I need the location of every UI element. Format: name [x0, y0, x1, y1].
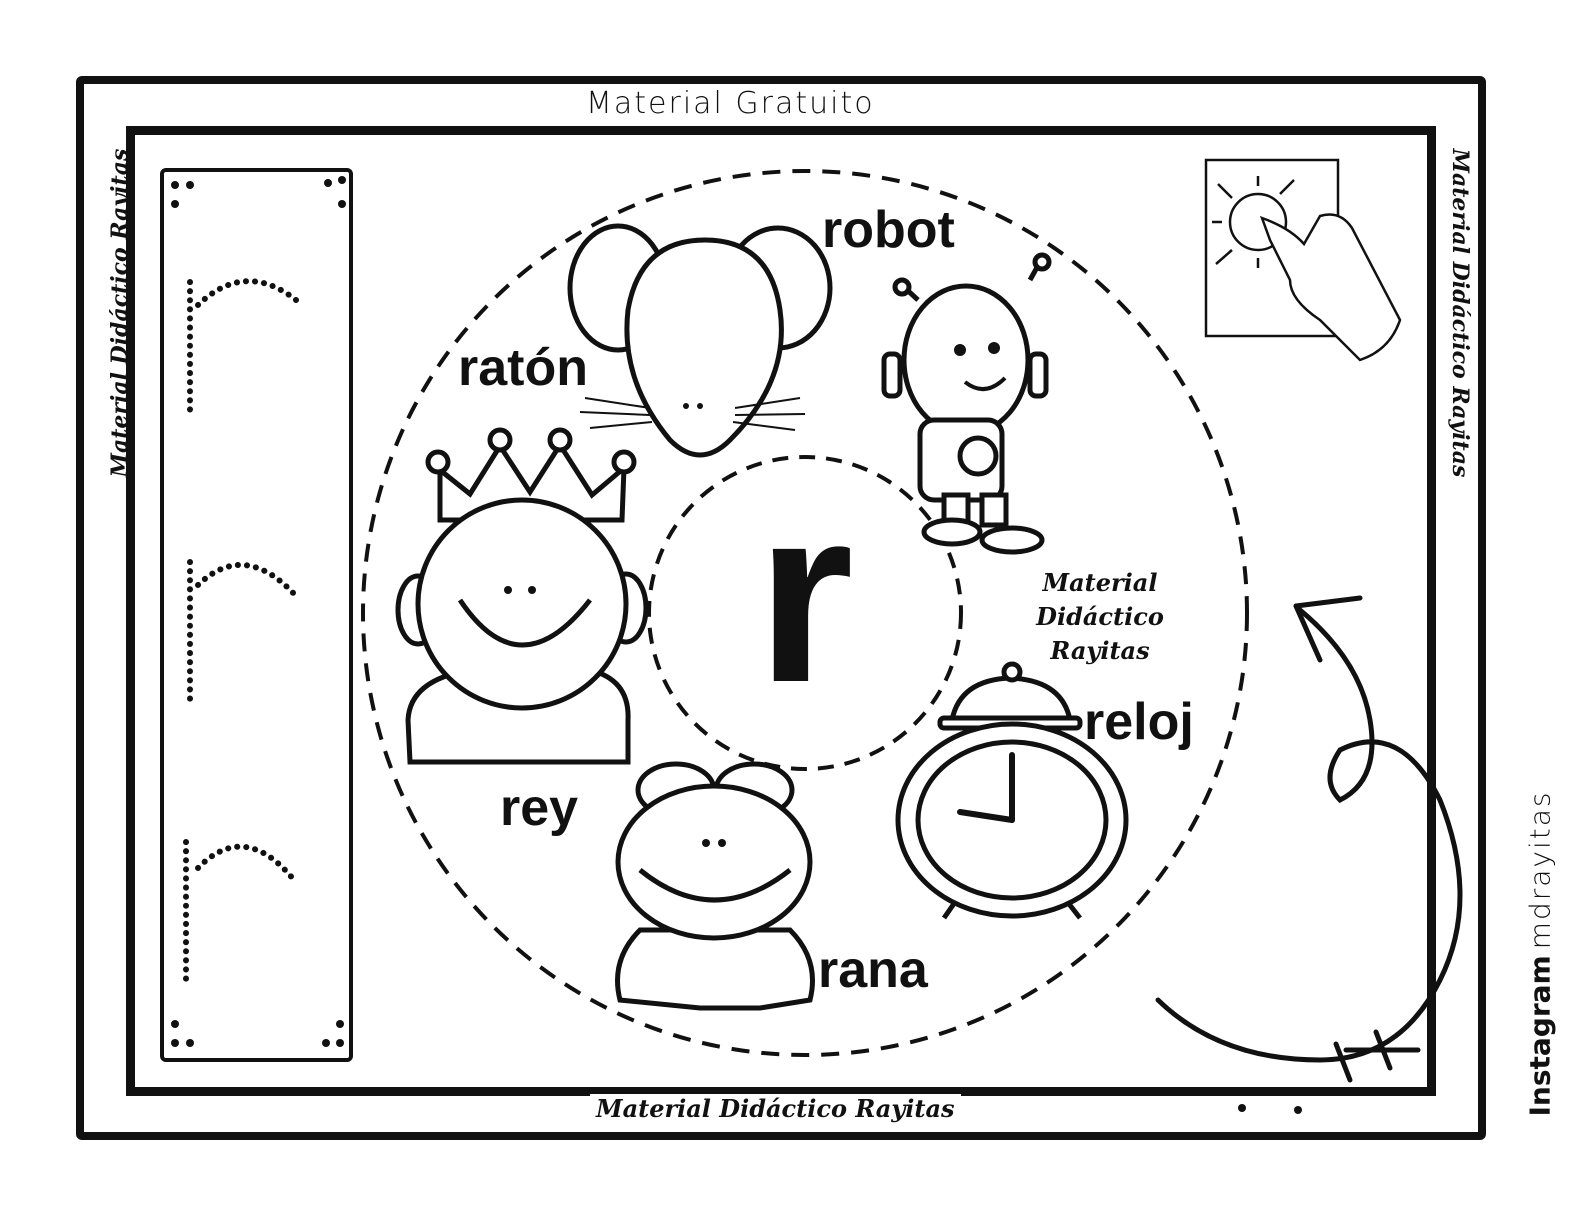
word-raton: ratón [458, 339, 588, 397]
word-rey: rey [500, 779, 579, 837]
center-letter: r [756, 455, 854, 734]
inner-frame [126, 126, 1436, 1096]
word-reloj: reloj [1084, 693, 1194, 751]
center-brand-line: Material [1042, 568, 1158, 597]
tracing-panel [160, 168, 353, 1062]
center-brand-line: Didáctico [1036, 602, 1164, 631]
header-title: Material Gratuito [580, 86, 952, 121]
outer-frame [76, 76, 1486, 1140]
word-rana: rana [818, 941, 928, 999]
center-brand: Material Didáctico Rayitas [1010, 566, 1190, 668]
footer-brand: Material Didáctico Rayitas [590, 1094, 961, 1123]
center-brand-line: Rayitas [1050, 636, 1150, 665]
word-robot: robot [822, 201, 955, 259]
